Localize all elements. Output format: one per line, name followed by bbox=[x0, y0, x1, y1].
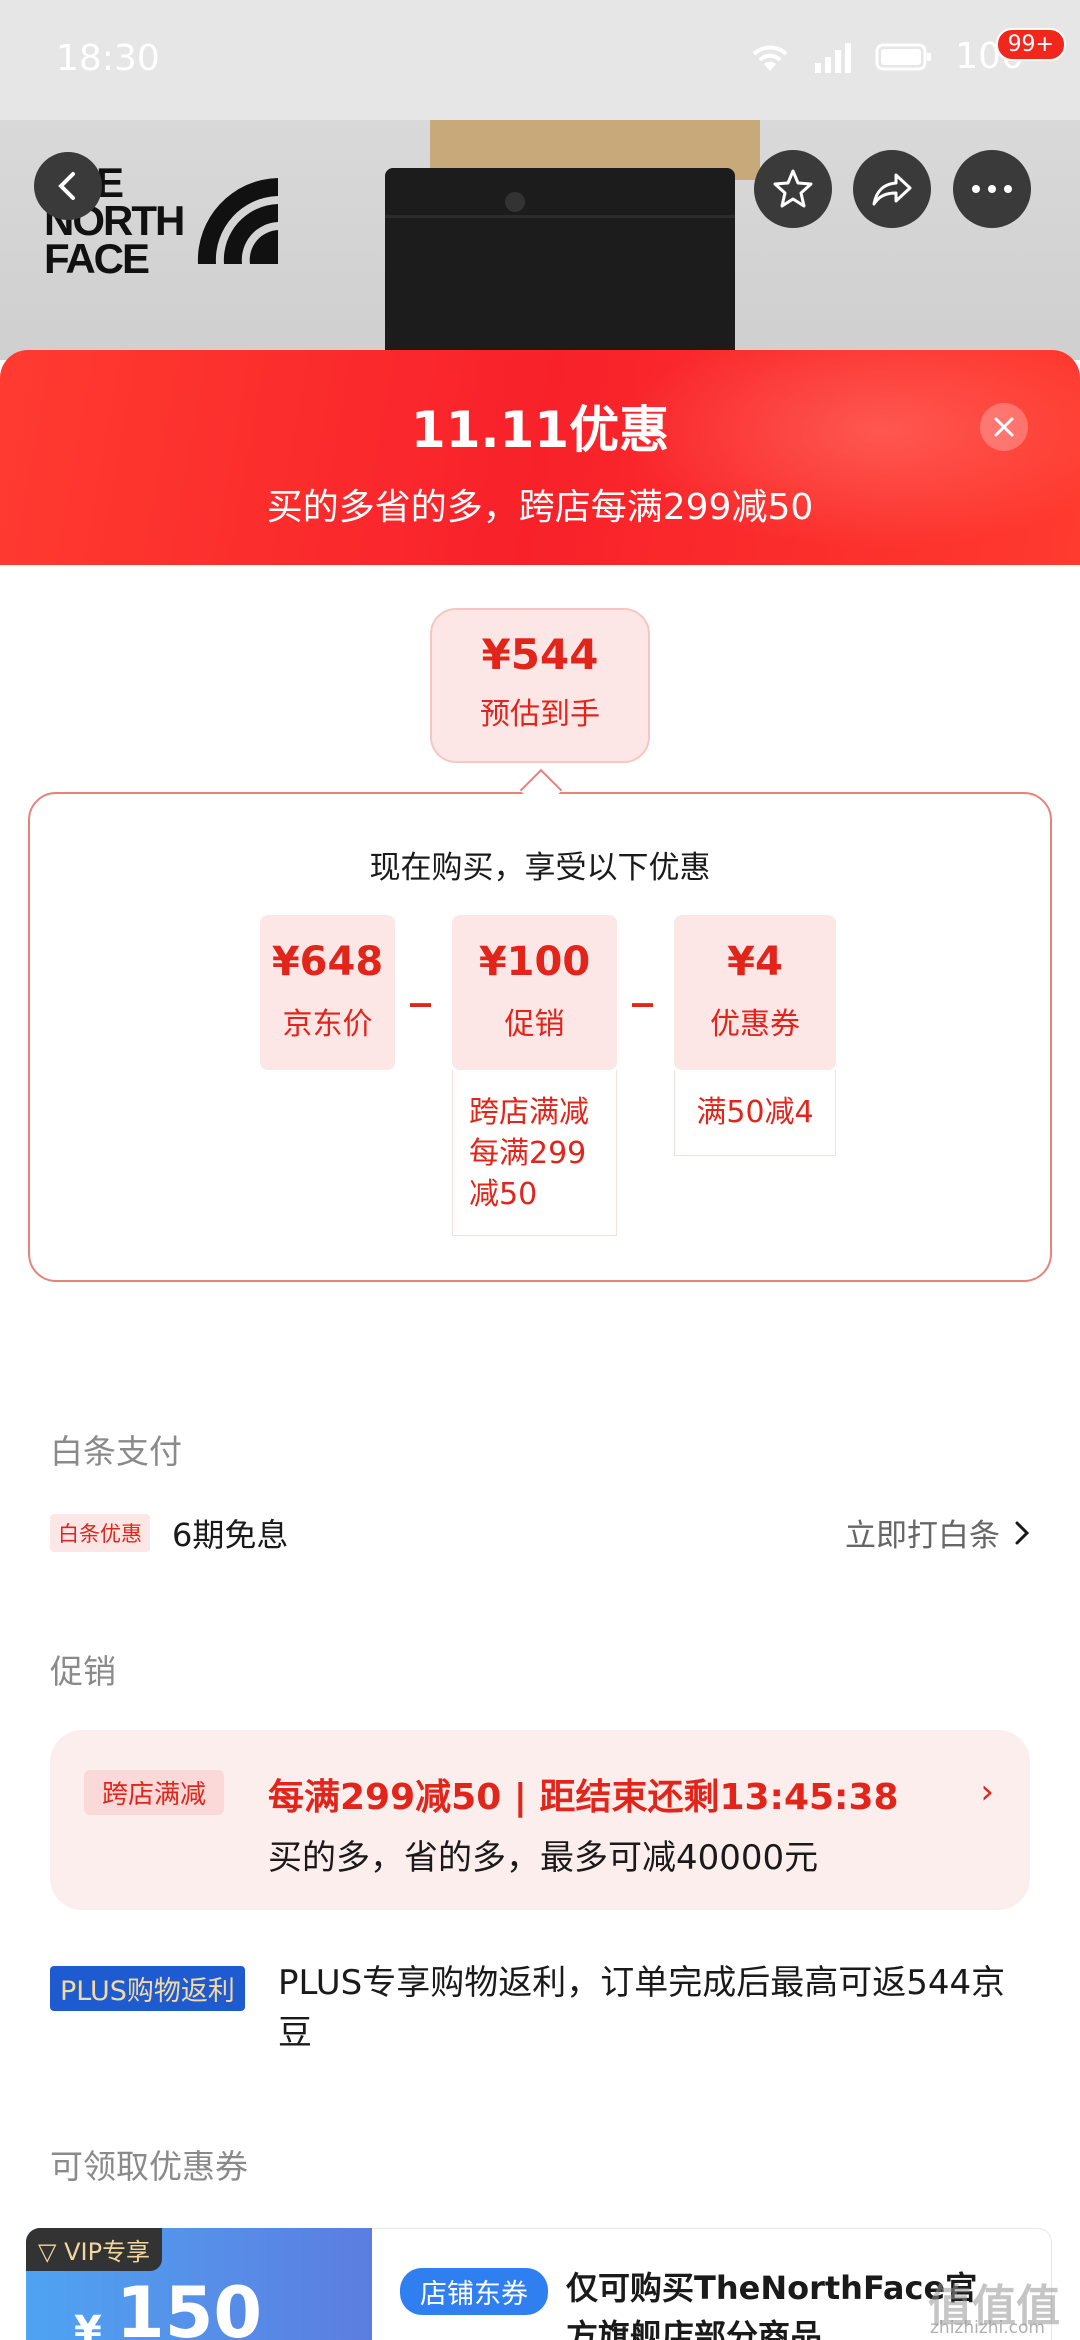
plus-tag: PLUS购物返利 bbox=[50, 1966, 245, 2011]
estimated-price-label: 预估到手 bbox=[480, 697, 600, 732]
promo-card[interactable]: 跨店满减 每满299减50 | 距结束还剩13:45:38 买的多，省的多，最多… bbox=[50, 1730, 1030, 1910]
promo-banner-subtitle: 买的多省的多，跨店每满299减50 bbox=[266, 487, 814, 528]
signal-icon bbox=[813, 41, 853, 73]
more-dots-icon bbox=[972, 185, 1012, 193]
close-icon bbox=[994, 417, 1014, 437]
section-title-promo: 促销 bbox=[50, 1652, 116, 1691]
minus-sign: _ bbox=[410, 958, 431, 1007]
price-card-jd: ¥648 京东价 bbox=[260, 915, 395, 1070]
status-bar: 18:30 100 bbox=[0, 0, 1080, 120]
baitiao-link[interactable]: 立即打白条 bbox=[845, 1510, 1030, 1555]
chevron-left-icon bbox=[58, 172, 75, 200]
watermark: 值值值 bbox=[928, 2281, 1060, 2332]
chevron-right-icon: › bbox=[980, 1772, 994, 1812]
back-button[interactable] bbox=[34, 152, 102, 220]
coupon-description: 仅可购买TheNorthFace官方旗舰店部分商品 bbox=[566, 2269, 978, 2340]
share-button[interactable] bbox=[853, 150, 931, 228]
discount-breakdown-heading: 现在购买，享受以下优惠 bbox=[369, 850, 711, 886]
coupon-amount: 150 bbox=[116, 2272, 263, 2340]
promo-subtext: 买的多，省的多，最多可减40000元 bbox=[268, 1838, 819, 1878]
status-time: 18:30 bbox=[56, 38, 160, 79]
section-title-coupons: 可领取优惠券 bbox=[50, 2147, 248, 2186]
coupon-detail: 满50减4 bbox=[674, 1070, 836, 1156]
price-card-promo: ¥100 促销 bbox=[452, 915, 617, 1070]
baitiao-tag: 白条优惠 bbox=[50, 1514, 150, 1552]
vip-triangle-icon: ▽ bbox=[38, 2238, 65, 2266]
notification-badge: 99+ bbox=[995, 28, 1066, 61]
share-icon bbox=[872, 173, 912, 206]
vip-badge: ▽ VIP专享 bbox=[26, 2228, 163, 2271]
wifi-icon bbox=[749, 41, 791, 73]
promo-tag: 跨店满减 bbox=[84, 1770, 225, 1815]
coupon-type-tag: 店铺东券 bbox=[400, 2268, 548, 2315]
coupon-currency: ¥ bbox=[74, 2308, 102, 2340]
price-card-coupon: ¥4 优惠券 bbox=[674, 915, 836, 1070]
promo-headline: 每满299减50 | 距结束还剩13:45:38 bbox=[268, 1777, 899, 1818]
section-title-baitiao: 白条支付 bbox=[50, 1432, 182, 1471]
watermark-url: zhizhizhi.com bbox=[930, 2318, 1045, 2338]
chevron-right-icon bbox=[1015, 1521, 1030, 1544]
favorite-button[interactable] bbox=[754, 150, 832, 228]
estimated-price: ¥544 bbox=[481, 630, 599, 679]
promo-banner-title: 11.11优惠 bbox=[410, 401, 670, 459]
baitiao-offer: 6期免息 bbox=[172, 1516, 289, 1554]
status-icons: 100 bbox=[749, 36, 1024, 77]
coupon-value-panel[interactable]: ▽ VIP专享 ¥ 150 bbox=[26, 2228, 372, 2340]
star-icon bbox=[773, 169, 813, 208]
minus-sign: _ bbox=[632, 958, 653, 1007]
promo-banner: 11.11优惠 买的多省的多，跨店每满299减50 bbox=[0, 350, 1080, 565]
estimated-price-box: ¥544 预估到手 bbox=[430, 608, 650, 763]
battery-icon bbox=[875, 42, 933, 72]
brand-dome-icon bbox=[197, 178, 278, 264]
close-button[interactable] bbox=[980, 403, 1028, 451]
more-button[interactable] bbox=[953, 150, 1031, 228]
product-image: THE NORTH FACE bbox=[0, 120, 1080, 360]
plus-rebate-text: PLUS专享购物返利，订单完成后最高可返544京豆 bbox=[278, 1963, 1006, 2053]
promo-detail: 跨店满减 每满299 减50 bbox=[452, 1070, 617, 1236]
